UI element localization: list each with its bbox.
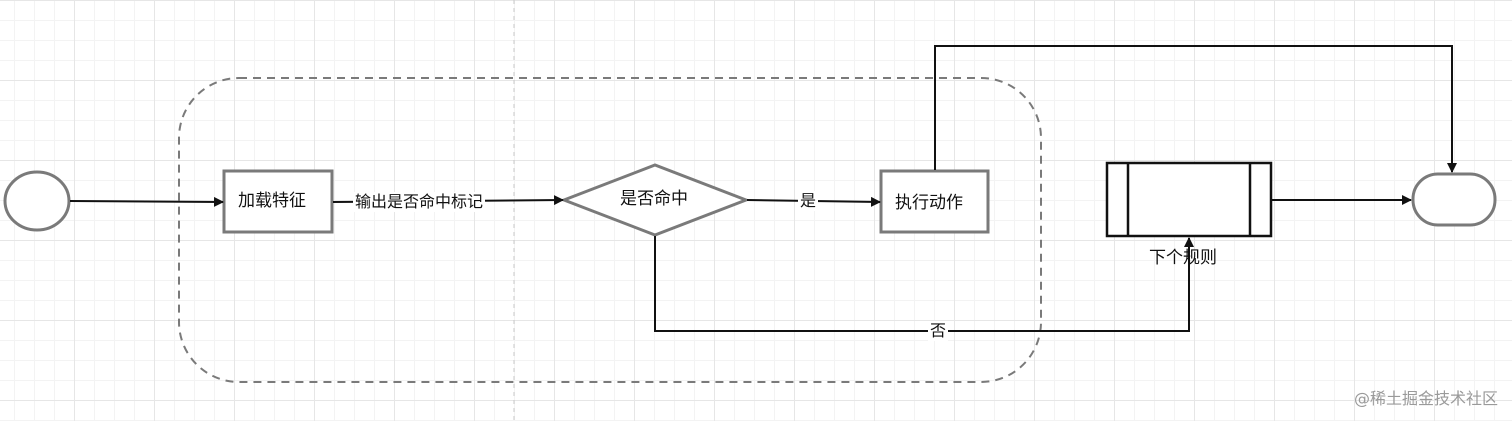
execute-action-label: 执行动作 (895, 193, 963, 213)
watermark-text: @稀土掘金技术社区 (1353, 389, 1498, 408)
edge-label-yes: 是 (798, 191, 819, 211)
next-rule-node[interactable] (1105, 161, 1273, 238)
load-features-node[interactable] (222, 169, 334, 234)
end-event[interactable] (1411, 172, 1497, 227)
edge-execute-to-end (934, 45, 1457, 173)
rule-group-container (178, 77, 1042, 383)
edge-start-to-load (69, 196, 224, 207)
start-event[interactable] (3, 170, 71, 232)
next-rule-label: 下个规则 (1149, 248, 1217, 268)
edge-decision-no-to-next-rule (654, 236, 1194, 332)
hit-decision-node[interactable] (559, 163, 751, 237)
edge-label-output-hit-flag: 输出是否命中标记 (353, 192, 486, 212)
execute-action-node[interactable] (879, 169, 990, 234)
load-features-label: 加载特征 (238, 191, 306, 211)
hit-decision-label: 是否命中 (620, 189, 688, 209)
edge-label-no: 否 (928, 321, 949, 341)
